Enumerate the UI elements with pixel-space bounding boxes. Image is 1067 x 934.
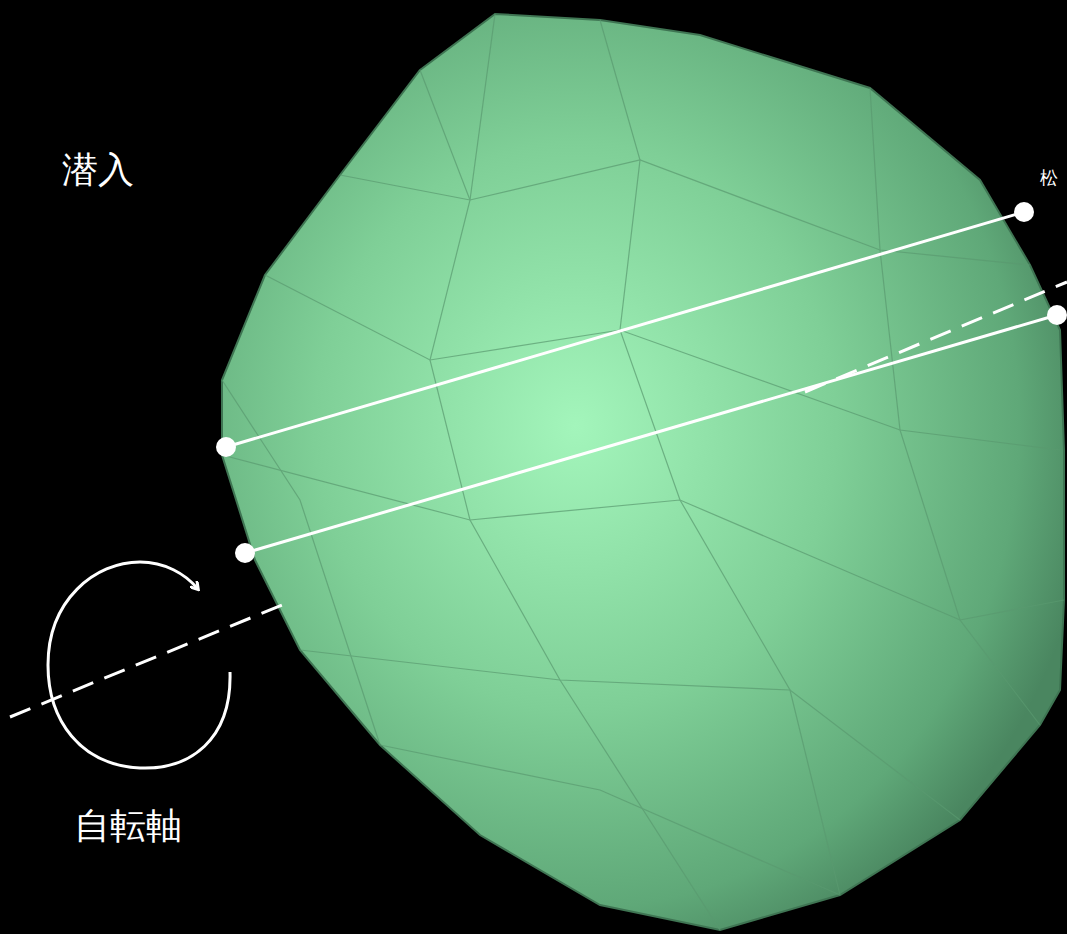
axis-label: 自転軸 [74, 806, 182, 846]
rotation-axis [10, 282, 1067, 717]
occultation-chords [226, 212, 1057, 553]
section-label: 潜入 [62, 150, 134, 190]
observer-label: 松 [1040, 168, 1058, 188]
chord-endpoints [216, 202, 1067, 563]
rotation-arrow [48, 562, 230, 768]
asteroid-shape [222, 14, 1064, 930]
